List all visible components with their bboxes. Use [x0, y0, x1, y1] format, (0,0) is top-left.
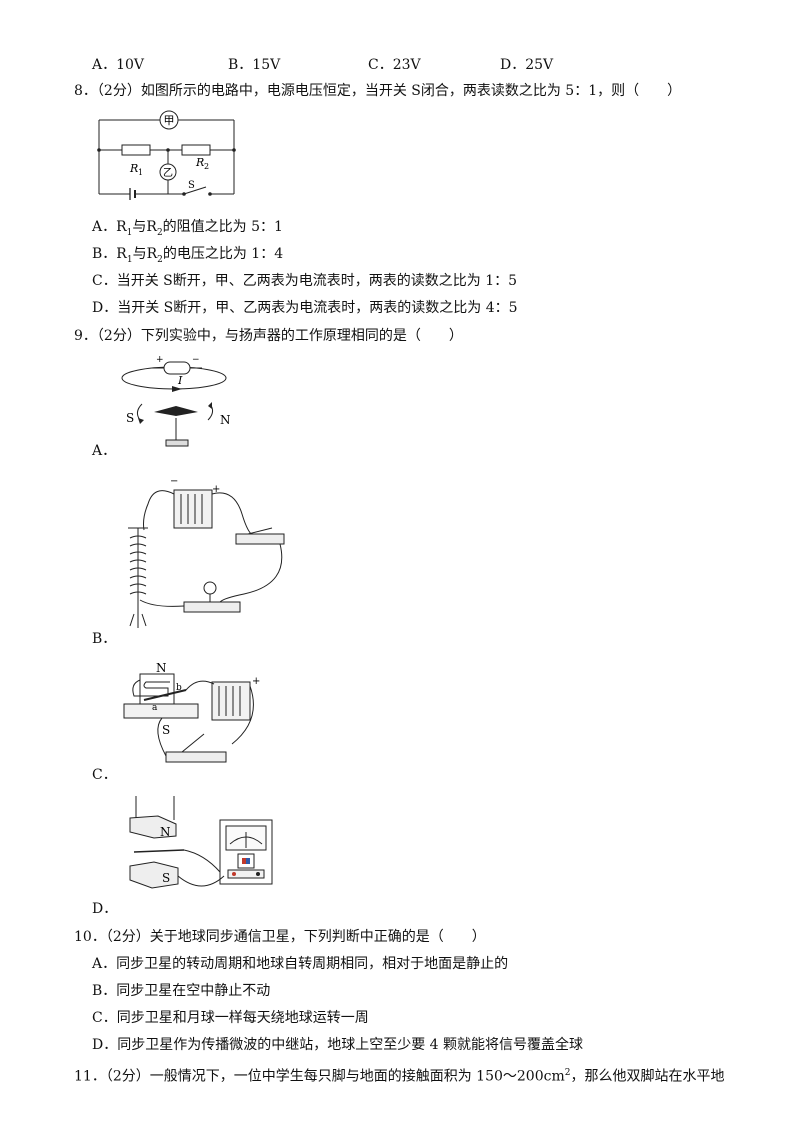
q9-figure-d-induction: N S: [129, 796, 273, 889]
q7-option-d: D．25V: [500, 57, 554, 73]
q10-option-c: C．同步卫星和月球一样每天绕地球运转一周: [92, 1010, 369, 1026]
meter-yi-label: 乙: [163, 167, 173, 179]
q10-option-d: D．同步卫星作为传播微波的中继站，地球上空至少要 4 颗就能将信号覆盖全球: [92, 1037, 584, 1053]
q9-figure-b-electromagnet: − +: [128, 476, 285, 628]
q8-option-a: A．R1与R2的阻值之比为 5：1: [92, 219, 283, 238]
r1-label: R: [129, 162, 138, 175]
q7-option-b: B．15V: [228, 57, 281, 73]
q10-option-b: B．同步卫星在空中静止不动: [92, 983, 271, 999]
q8-option-b: B．R1与R2的电压之比为 1：4: [92, 246, 284, 265]
figA-south-label: S: [126, 411, 134, 425]
q8-stem: 8．（2分）如图所示的电路中，电源电压恒定，当开关 S闭合，两表读数之比为 5：…: [74, 83, 682, 99]
figC-plus: +: [252, 676, 260, 687]
figC-a-label: a: [152, 703, 158, 713]
q9-stem: 9．（2分）下列实验中，与扬声器的工作原理相同的是（ ）: [74, 328, 463, 344]
q11-stem: 11．（2分）一般情况下，一位中学生每只脚与地面的接触面积为 150～200cm…: [74, 1068, 725, 1085]
q10-option-a: A．同步卫星的转动周期和地球自转周期相同，相对于地面是静止的: [92, 956, 509, 972]
switch-label: S: [188, 180, 195, 191]
figC-south-label: S: [162, 723, 170, 737]
figA-plus: +: [156, 356, 164, 365]
figB-minus: −: [170, 476, 178, 487]
figA-current-label: I: [177, 374, 183, 387]
q9-figure-c-motor-principle: N S b a +: [123, 661, 260, 763]
q8-circuit-diagram: 甲 乙 R 1 R 2 S: [97, 110, 236, 200]
figA-north-label: N: [220, 413, 231, 427]
r1-subscript: 1: [138, 168, 143, 177]
q8-option-c: C．当开关 S断开，甲、乙两表为电流表时，两表的读数之比为 1：5: [92, 273, 518, 289]
figD-south-label: S: [162, 871, 170, 885]
q7-option-a: A．10V: [92, 57, 145, 73]
figC-b-label: b: [176, 683, 182, 693]
meter-jia-label: 甲: [164, 114, 175, 127]
figB-plus: +: [212, 484, 220, 495]
figA-minus: −: [192, 356, 200, 365]
q9-option-d-label: D．: [92, 901, 118, 917]
q9-option-c-label: C．: [92, 767, 117, 783]
q9-option-b-label: B．: [92, 631, 117, 647]
q9-option-a-label: A．: [92, 443, 117, 459]
figC-north-label: N: [156, 661, 167, 675]
figD-north-label: N: [160, 825, 171, 839]
q10-stem: 10．（2分）关于地球同步通信卫星，下列判断中正确的是（ ）: [74, 929, 486, 945]
q7-option-c: C．23V: [368, 57, 421, 73]
r2-subscript: 2: [204, 162, 209, 171]
r2-label: R: [195, 156, 204, 169]
q8-option-d: D．当开关 S断开，甲、乙两表为电流表时，两表的读数之比为 4：5: [92, 300, 518, 316]
q9-figure-a-oersted: + − I S N: [121, 356, 231, 447]
